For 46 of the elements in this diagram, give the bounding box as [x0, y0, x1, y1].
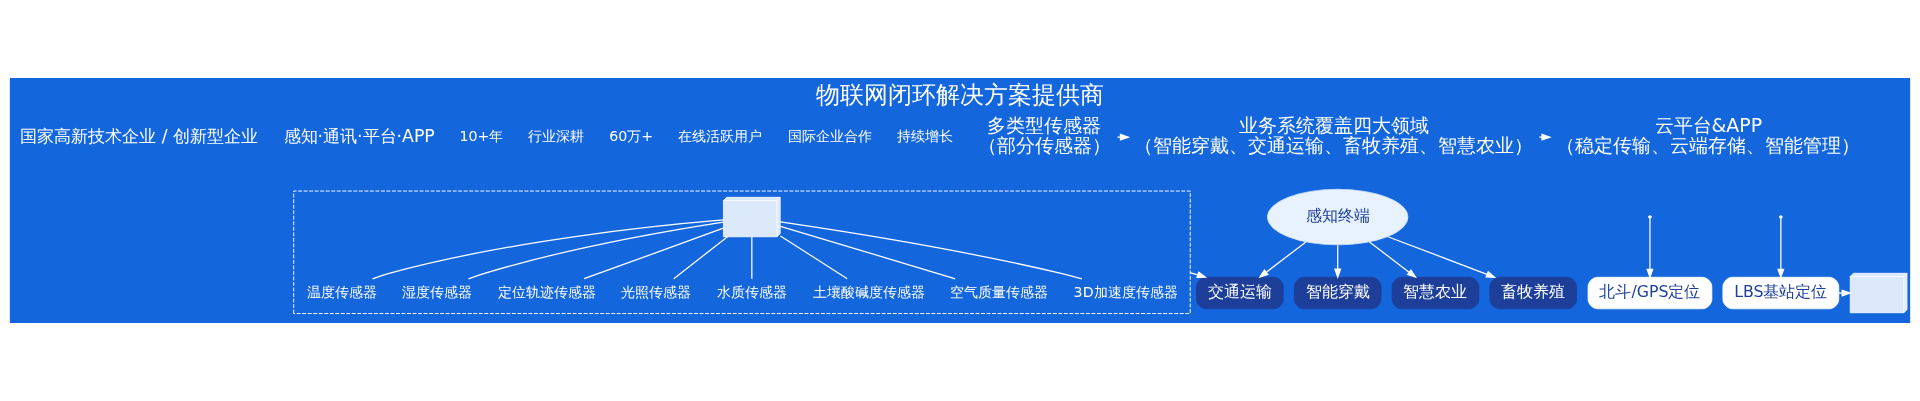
- connector: [467, 221, 724, 280]
- node-text: 温度传感器: [306, 283, 377, 300]
- label: 行业深耕: [528, 127, 585, 144]
- label: 国际企业合作: [787, 127, 872, 144]
- connector: [779, 225, 956, 280]
- node-text: 云平台&APP （稳定传输、云端存储、智能管理）: [1556, 113, 1861, 157]
- node-box: 北斗/GPS定位: [1587, 276, 1713, 310]
- node-text: 定位轨迹传感器: [497, 283, 596, 300]
- node-text: 多类型传感器 （部分传感器）: [977, 113, 1111, 157]
- node-text: 湿度传感器: [402, 283, 473, 300]
- connector: [779, 221, 1083, 280]
- label: 持续增长: [897, 127, 954, 144]
- arrow: [1777, 218, 1785, 280]
- arrow: [1258, 241, 1307, 279]
- node-text: 空气质量传感器: [950, 283, 1049, 300]
- arrow: [1646, 218, 1654, 280]
- node-text: 3D加速度传感器: [1073, 283, 1178, 300]
- arrow: [1368, 241, 1418, 279]
- connector: [583, 227, 724, 280]
- label: 10+年: [459, 127, 504, 144]
- node-box: 畜牧养殖: [1489, 276, 1577, 310]
- arrow: [1189, 271, 1208, 279]
- node-ellipse: 感知终端: [1266, 188, 1409, 246]
- label: 在线活跃用户: [678, 127, 763, 144]
- label: 国家高新技术企业 / 创新型企业: [20, 125, 259, 146]
- diagram-title: 物联网闭环解决方案提供商: [816, 81, 1104, 110]
- label: 感知·通讯·平台·APP: [283, 125, 435, 146]
- node-box: 交通运输: [1196, 276, 1284, 310]
- connector: [779, 235, 848, 280]
- node-box: 智慧农业: [1391, 276, 1480, 310]
- arrow: [1387, 236, 1497, 278]
- node-text: 土壤酸碱度传感器: [812, 283, 925, 300]
- node-text: 水质传感器: [716, 283, 787, 300]
- connector: [673, 236, 729, 280]
- node-text: 业务系统覆盖四大领域 （智能穿戴、交通运输、畜牧养殖、智慧农业）: [1134, 113, 1534, 157]
- arrow: [1334, 244, 1342, 279]
- cluster: [293, 190, 1191, 314]
- node-box: LBS基站定位: [1722, 276, 1840, 310]
- node-text: 光照传感器: [621, 283, 692, 300]
- arrow: [1538, 133, 1552, 141]
- node-box: 智能穿戴: [1293, 276, 1382, 310]
- connector: [371, 219, 724, 280]
- connector: [751, 236, 753, 280]
- arrow: [1838, 289, 1852, 297]
- arrow: [1116, 133, 1131, 141]
- label: 60万+: [609, 127, 654, 144]
